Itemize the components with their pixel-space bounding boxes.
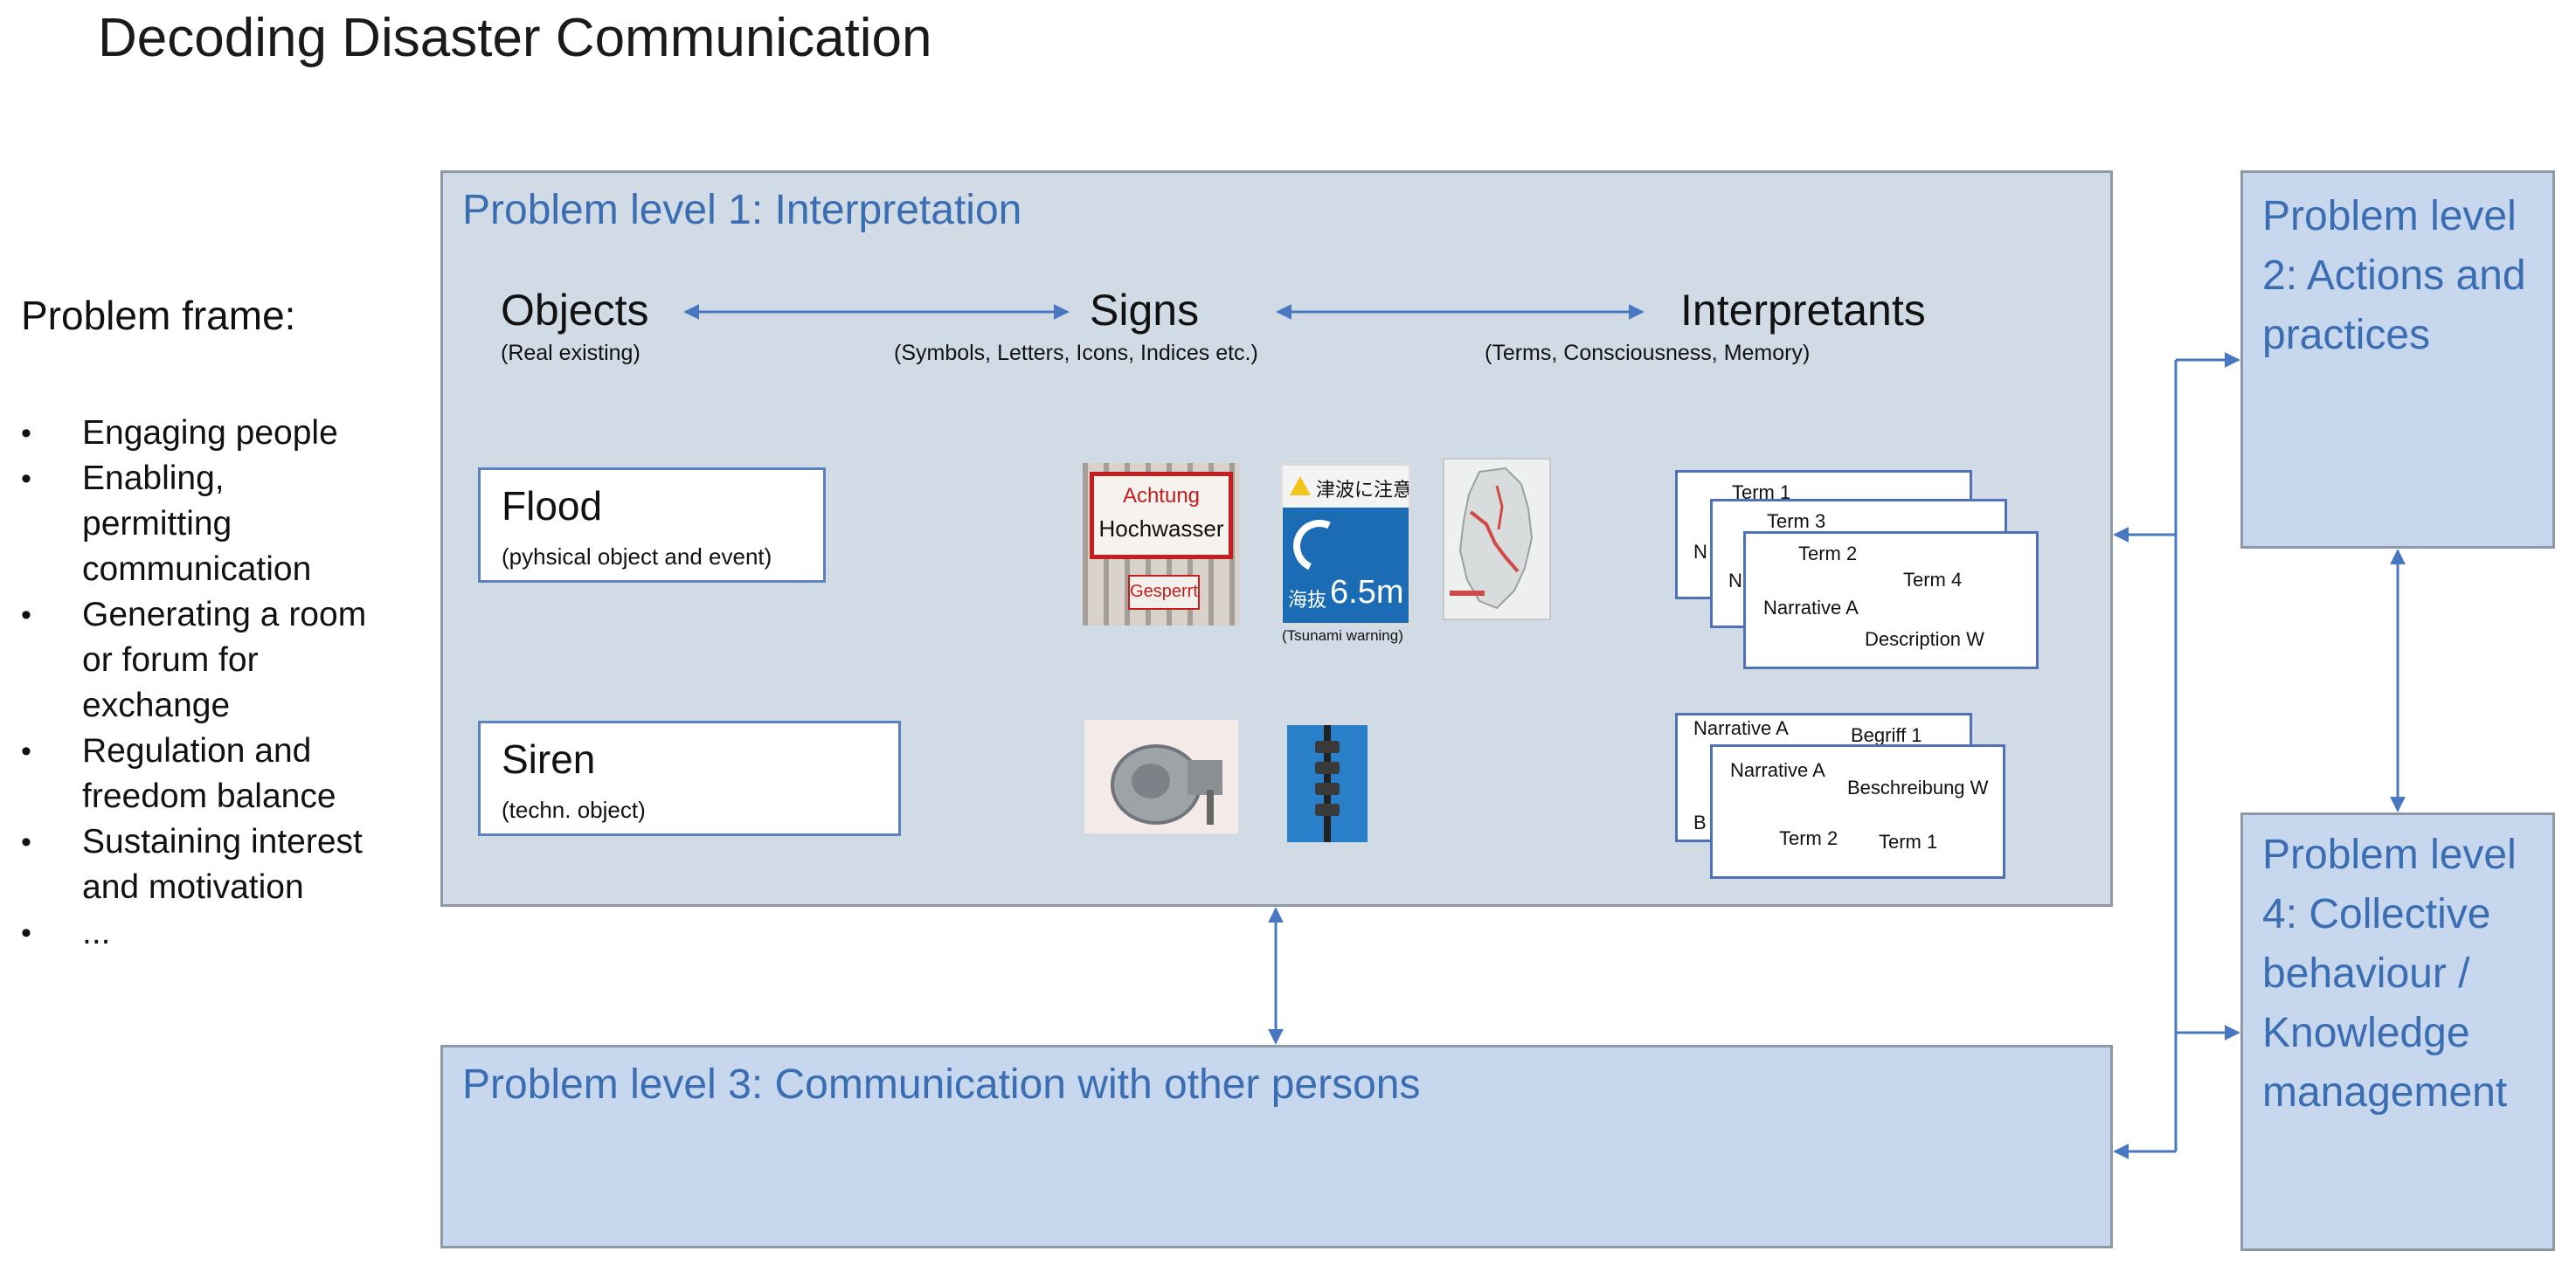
siren-interpretant-card-front: Narrative A Beschreibung W Term 2 Term 1	[1710, 744, 2005, 879]
card-text: Begriff 1	[1851, 724, 1922, 746]
flood-map-icon	[1450, 467, 1534, 610]
card-text: N	[1728, 570, 1742, 591]
tsunami-caption: (Tsunami warning)	[1282, 627, 1403, 644]
tsunami-japanese-top: 津波に注意	[1316, 479, 1411, 501]
card-text: Term 1	[1879, 831, 1938, 853]
problem-frame-item: Engaging people	[21, 411, 370, 456]
problem-frame-item: Generating a room or forum for exchange	[21, 592, 370, 729]
signs-subheading: (Symbols, Letters, Icons, Indices etc.)	[894, 341, 1258, 365]
hochwasser-text: Hochwasser	[1098, 515, 1224, 542]
signs-heading: Signs	[1090, 286, 1200, 335]
siren-object-box: Siren (techn. object)	[478, 721, 901, 836]
card-text: Term 4	[1903, 569, 1963, 591]
flood-object-name: Flood	[502, 483, 603, 529]
tsunami-height: 6.5m	[1330, 574, 1404, 611]
card-text: Term 2	[1798, 543, 1858, 564]
flood-interpretant-card-front: Term 2 Term 4 Narrative A Description W	[1743, 531, 2039, 669]
card-text: Narrative A	[1730, 759, 1825, 781]
problem-frame-item: Regulation and freedom balance	[21, 729, 370, 819]
problem-level-3-label: Problem level 3: Communication with othe…	[462, 1061, 1421, 1108]
siren-object-name: Siren	[502, 736, 596, 782]
flood-object-description: (pyhsical object and event)	[502, 543, 772, 570]
problem-frame-list: Engaging people Enabling, permitting com…	[21, 411, 370, 956]
problem-frame-item: ...	[21, 910, 370, 956]
interpretants-heading: Interpretants	[1680, 286, 1926, 335]
tsunami-warning-sign-image: 津波に注意 海抜 6.5m	[1280, 463, 1411, 626]
card-text: Term 3	[1767, 510, 1826, 532]
card-text: Term 2	[1779, 827, 1839, 849]
flood-map-image	[1443, 458, 1551, 620]
siren-object-description: (techn. object)	[502, 797, 646, 823]
problem-level-2-label: Problem level 2: Actions and practices	[2262, 193, 2526, 358]
problem-level-1-panel: Problem level 1: Interpretation Objects …	[440, 170, 2113, 907]
card-text: Narrative A	[1763, 597, 1859, 619]
problem-level-4-panel: Problem level 4: Collective behaviour / …	[2240, 812, 2555, 1251]
problem-level-3-panel: Problem level 3: Communication with othe…	[440, 1045, 2113, 1248]
problem-level-1-label: Problem level 1: Interpretation	[462, 187, 1022, 233]
achtung-text: Achtung	[1122, 484, 1201, 508]
tsunami-japanese-bottom: 海抜	[1288, 589, 1327, 611]
card-text: N	[1693, 541, 1707, 563]
siren-mast-image	[1287, 725, 1368, 842]
page-title: Decoding Disaster Communication	[98, 8, 932, 68]
problem-frame-heading: Problem frame:	[21, 293, 296, 338]
flood-object-box: Flood (pyhsical object and event)	[478, 467, 826, 583]
gesperrt-text: Gesperrt	[1130, 582, 1198, 601]
flood-warning-sign-image: Achtung Hochwasser Gesperrt	[1083, 463, 1240, 626]
card-text: Beschreibung W	[1847, 777, 1989, 798]
problem-frame-item: Enabling, permitting communication	[21, 456, 370, 592]
card-text: Description W	[1865, 628, 1984, 650]
card-text: Narrative A	[1693, 717, 1789, 739]
objects-subheading: (Real existing)	[501, 341, 641, 365]
siren-loudspeaker-image	[1084, 720, 1238, 833]
objects-heading: Objects	[501, 286, 649, 335]
problem-level-2-panel: Problem level 2: Actions and practices	[2240, 170, 2555, 549]
problem-level-4-label: Problem level 4: Collective behaviour / …	[2262, 832, 2517, 1116]
interpretants-subheading: (Terms, Consciousness, Memory)	[1485, 341, 1811, 365]
problem-frame-item: Sustaining interest and motivation	[21, 819, 370, 910]
card-text: B	[1693, 812, 1707, 833]
